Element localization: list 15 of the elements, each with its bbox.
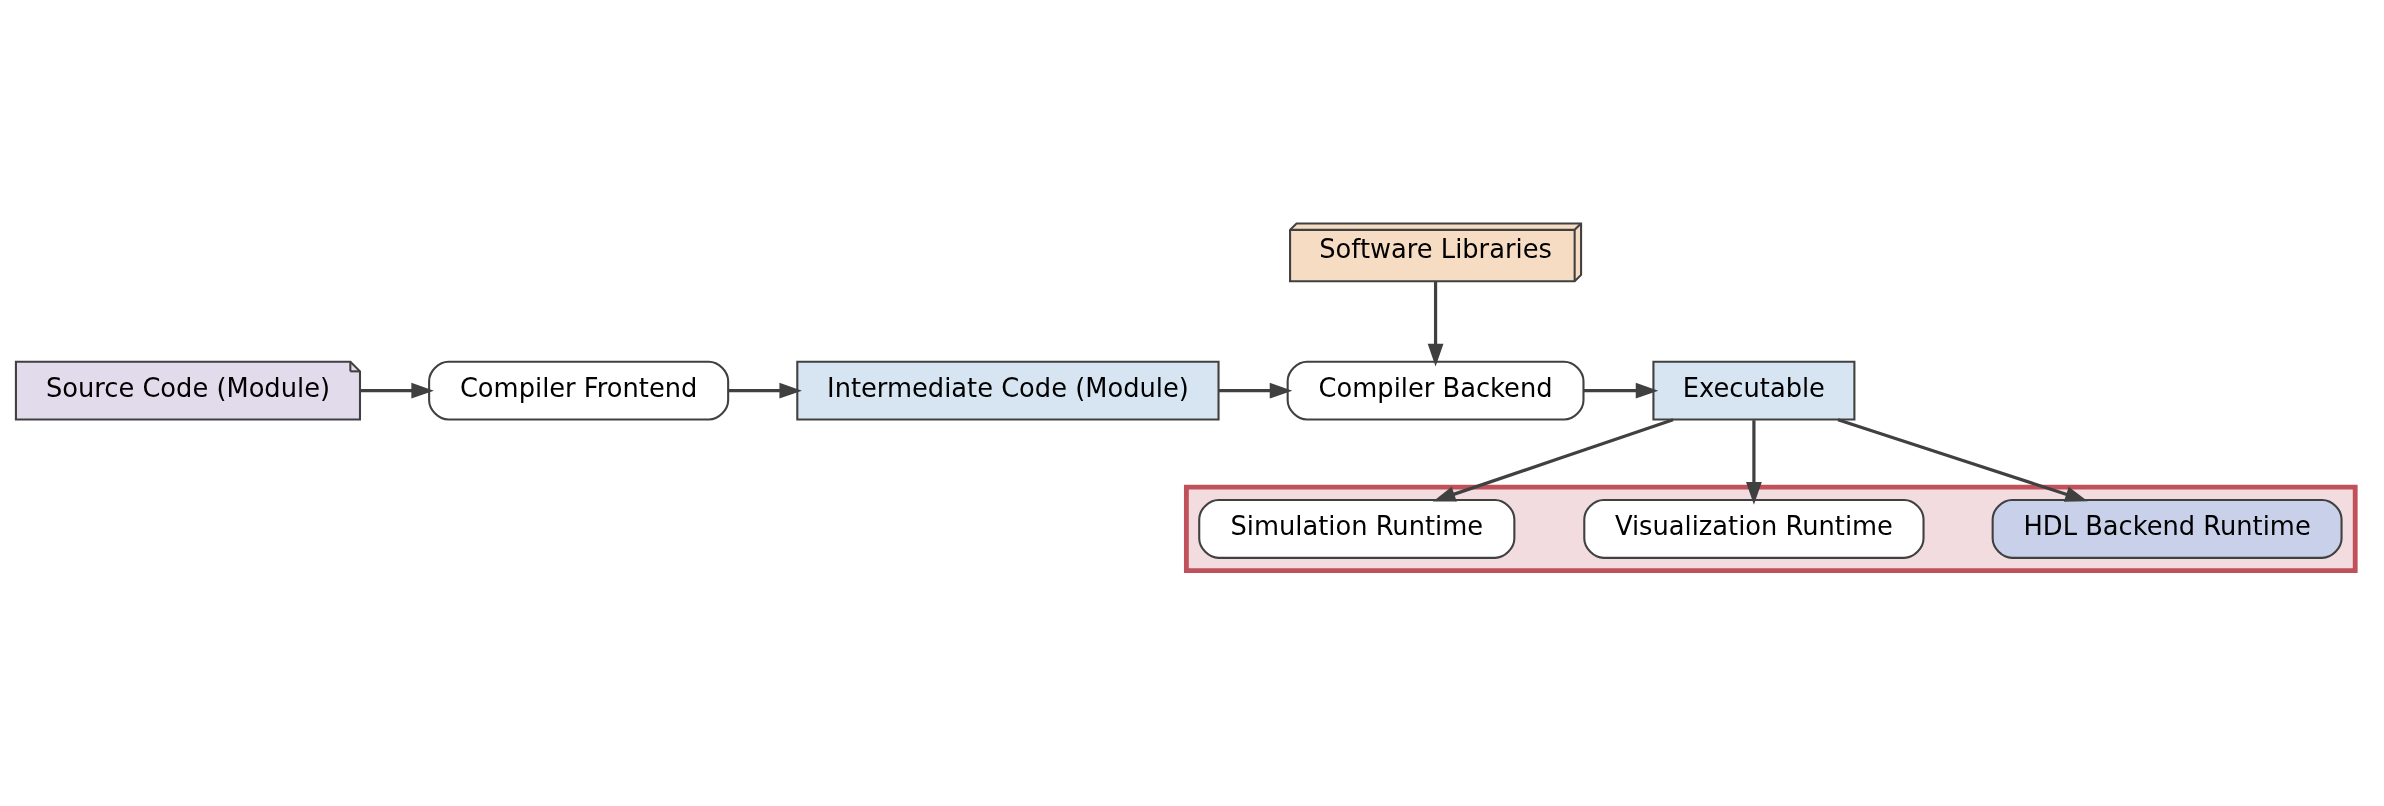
arrow: [1432, 417, 1674, 502]
arrow: [728, 382, 802, 399]
node-box: Simulation Runtime: [1198, 498, 1516, 559]
node-box: Visualization Runtime: [1583, 498, 1925, 559]
arrow: [1837, 417, 2088, 502]
arrow: [1746, 419, 1762, 505]
arrow: [1218, 382, 1293, 399]
node-box: HDL Backend Runtime: [1991, 498, 2343, 559]
arrow: [360, 382, 434, 399]
node-box: Compiler Frontend: [428, 360, 730, 421]
arrow: [1583, 382, 1659, 399]
node-box: Compiler Backend: [1286, 360, 1585, 421]
arrow: [1427, 281, 1444, 366]
node-box: Intermediate Code (Module): [796, 360, 1220, 421]
node-box: Executable: [1652, 360, 1856, 421]
